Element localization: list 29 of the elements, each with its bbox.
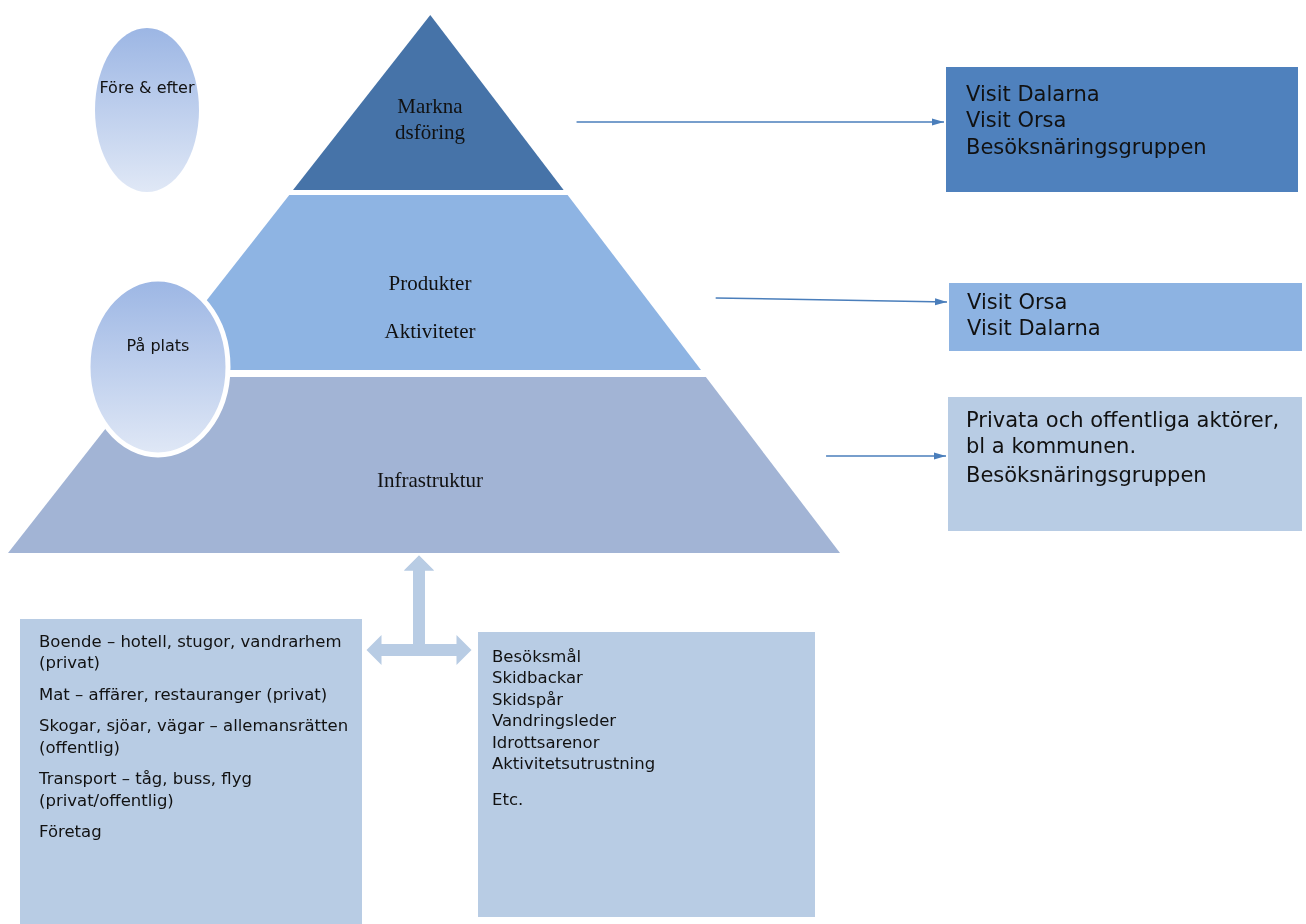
box-text: Företag bbox=[39, 821, 103, 843]
box-text: Privata och offentliga aktörer, bl a kommunen. bbox=[966, 407, 1281, 460]
box-text: Idrottsarenor bbox=[492, 731, 601, 754]
box-text: Skidbackar bbox=[492, 667, 584, 689]
box-text: Skidspår bbox=[492, 688, 565, 711]
arrow bbox=[714, 297, 948, 306]
box-text: Skogar, sjöar, vägar – allemansrätten (offentlig) bbox=[39, 715, 350, 759]
stage-label: På plats bbox=[125, 336, 191, 356]
box-text: Aktivitetsutrustning bbox=[492, 753, 657, 775]
arrow bbox=[575, 118, 945, 126]
box-text: Boende – hotell, stugor, vandrarhem (privat) bbox=[39, 631, 343, 674]
block-arrow bbox=[404, 555, 472, 665]
box-text: Besöksmål bbox=[492, 646, 583, 668]
box-text: Visit Dalarna bbox=[967, 315, 1102, 342]
tier-label: Aktiviteter bbox=[383, 318, 477, 345]
box-text: Etc. bbox=[492, 788, 525, 811]
tier-label: Marknadsföring bbox=[394, 93, 466, 146]
tier-label: Infrastruktur bbox=[375, 467, 485, 494]
box-text: Transport – tåg, buss, flyg (privat/offentlig) bbox=[39, 768, 253, 812]
stage-label: Före & efter bbox=[98, 78, 196, 98]
box-text: Visit Orsa bbox=[967, 289, 1069, 316]
box-text: Vandringsleder bbox=[492, 710, 618, 732]
arrow bbox=[825, 452, 947, 460]
box-text: Besöksnäringsgruppen bbox=[966, 133, 1208, 160]
box-text: Visit Orsa bbox=[966, 107, 1068, 134]
box-text: Besöksnäringsgruppen bbox=[966, 461, 1208, 488]
box-text: Visit Dalarna bbox=[966, 81, 1101, 108]
tier-label: Produkter bbox=[387, 270, 473, 297]
box-text: Mat – affärer, restauranger (privat) bbox=[39, 683, 329, 706]
